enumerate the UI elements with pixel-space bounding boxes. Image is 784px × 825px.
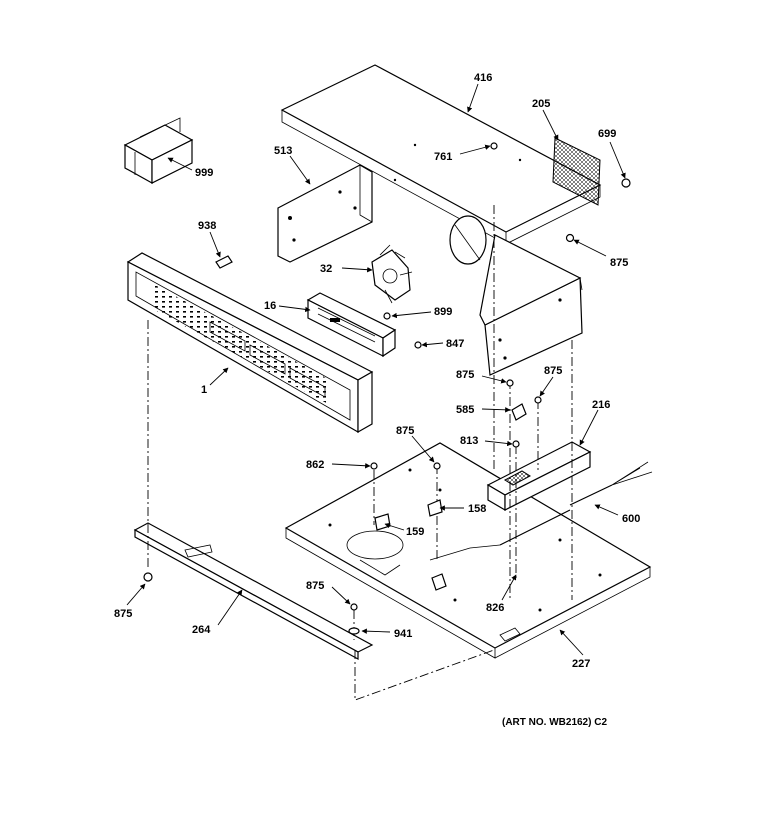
screw-875b [506,379,514,387]
screw-761 [490,142,498,150]
leader-lines [126,83,626,656]
fan-motor-32 [371,244,413,304]
screw-899 [383,312,391,320]
label-216: 216 [592,399,610,411]
label-32: 32 [320,263,332,275]
label-875-e: 875 [306,580,324,592]
art-number: (ART NO. WB2162) C2 [502,717,607,728]
bracket-158 [427,499,443,517]
control-panel-1 [126,252,374,434]
front-trim-264 [133,522,374,661]
label-264: 264 [192,624,211,636]
label-158: 158 [468,503,486,515]
label-875-a: 875 [610,257,628,269]
oven-base-227 [284,442,652,659]
label-826: 826 [486,602,504,614]
label-159: 159 [406,526,424,538]
label-875-f: 875 [114,608,132,620]
power-cord-600 [429,461,653,561]
label-1: 1 [201,384,207,396]
screw-875e [350,603,358,611]
screw-699 [621,178,631,188]
box-999 [123,117,194,185]
label-699-top: 699 [598,128,616,140]
label-941: 941 [394,628,412,640]
label-899: 899 [434,306,452,318]
screw-813 [512,440,520,448]
blower-housing [449,215,487,265]
screw-875d [433,462,441,470]
screw-875f [143,572,153,582]
top-cover-416 [280,64,602,245]
label-875-d: 875 [396,425,414,437]
screw-847 [414,341,422,349]
part-826 [431,573,447,591]
clip-938 [215,255,233,269]
right-side-panel [479,234,583,376]
label-513: 513 [274,145,292,157]
side-panel-513 [277,164,373,263]
bracket-585 [511,403,527,421]
label-847: 847 [446,338,464,350]
label-205: 205 [532,98,550,110]
label-761: 761 [434,151,452,163]
screw-875c [534,396,542,404]
screw-875a [565,233,575,243]
label-416: 416 [474,72,492,84]
label-600: 600 [622,513,640,525]
label-16: 16 [264,300,276,312]
label-227: 227 [572,658,590,670]
label-875-b: 875 [456,369,474,381]
label-585: 585 [456,404,474,416]
part-labels: 416 205 699 999 513 761 938 875 32 16 89… [114,72,640,728]
label-875-c: 875 [544,365,562,377]
label-999: 999 [195,167,213,179]
control-board-16 [306,292,397,358]
washer-941 [348,627,360,635]
terminal-block-216 [486,441,592,512]
label-938: 938 [198,220,216,232]
label-813: 813 [460,435,478,447]
screw-862 [370,462,378,470]
vent-screen-205 [552,137,601,206]
label-862: 862 [306,459,324,471]
